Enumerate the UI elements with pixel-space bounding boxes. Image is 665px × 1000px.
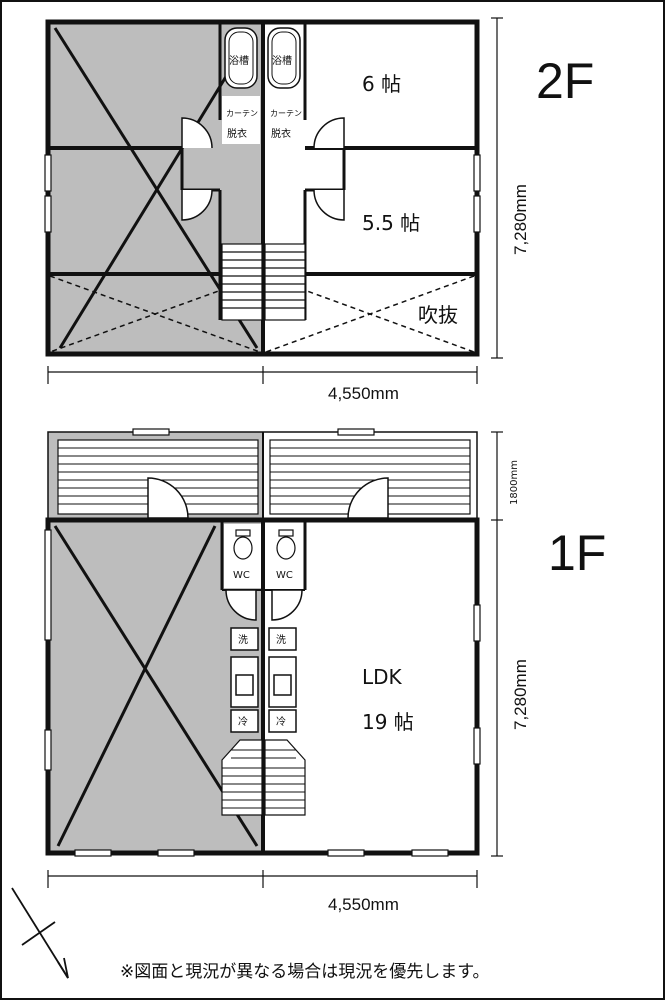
door-swing xyxy=(347,477,389,519)
bath-label: 浴槽 xyxy=(272,54,292,67)
windows-1f xyxy=(44,428,481,857)
dim-width-2f: 4,550mm xyxy=(328,384,399,403)
toilet-icon xyxy=(233,529,253,560)
door-swing xyxy=(313,189,345,221)
fridge-label: 冷 xyxy=(276,715,286,728)
fridge-icon xyxy=(268,709,297,733)
bathtub-icon xyxy=(224,27,258,89)
washer-icon xyxy=(230,627,259,651)
fridge-label: 冷 xyxy=(238,715,248,728)
floor-label-1f: 1F xyxy=(548,525,606,581)
floor-label-2f: 2F xyxy=(536,53,594,109)
washer-label: 洗 xyxy=(276,634,286,646)
washer-icon xyxy=(268,627,297,651)
windows-2f xyxy=(44,154,481,233)
wc-label: WC xyxy=(233,570,250,581)
ldk-size-label: 19 帖 xyxy=(362,710,414,734)
bathtub-icon xyxy=(267,27,301,89)
floor-1f: 1F WC WC 洗 洗 冷 冷 LDK 19 帖 1800mm 7,280mm… xyxy=(44,428,606,914)
footnote: ※図面と現況が異なる場合は現況を優先します。 xyxy=(120,962,490,982)
door-swing xyxy=(181,189,213,221)
dressing-label: 脱衣 xyxy=(227,127,247,140)
cross-line xyxy=(56,525,217,847)
room-6-label: 6 帖 xyxy=(362,72,401,96)
void-label: 吹抜 xyxy=(418,303,458,327)
door-swing xyxy=(225,589,257,621)
toilet-icon xyxy=(276,529,296,560)
door-swing xyxy=(313,117,345,149)
door-swing xyxy=(147,477,189,519)
floor-2f: 2F 浴槽 浴槽 カーテン カーテン 脱衣 脱衣 6 帖 5.5 帖 吹抜 7,… xyxy=(44,17,594,403)
door-swing xyxy=(271,589,303,621)
ldk-label: LDK xyxy=(362,665,403,689)
dim-height-1f: 7,280mm xyxy=(511,659,530,730)
dim-porch-1f: 1800mm xyxy=(509,460,520,505)
bath-label: 浴槽 xyxy=(229,54,249,67)
curtain-label: カーテン xyxy=(226,109,258,118)
dressing-label: 脱衣 xyxy=(271,127,291,140)
washer-label: 洗 xyxy=(238,634,248,646)
wc-label: WC xyxy=(276,570,293,581)
stairs-2f xyxy=(221,243,306,321)
room-55-label: 5.5 帖 xyxy=(362,211,420,235)
curtain-label: カーテン xyxy=(270,109,302,118)
fridge-icon xyxy=(230,709,259,733)
dim-height-2f: 7,280mm xyxy=(511,184,530,255)
dim-width-1f: 4,550mm xyxy=(328,895,399,914)
cross-line xyxy=(58,69,232,349)
north-arrow-icon xyxy=(11,887,69,979)
door-swing xyxy=(181,117,213,149)
stairs-1f xyxy=(221,739,306,816)
